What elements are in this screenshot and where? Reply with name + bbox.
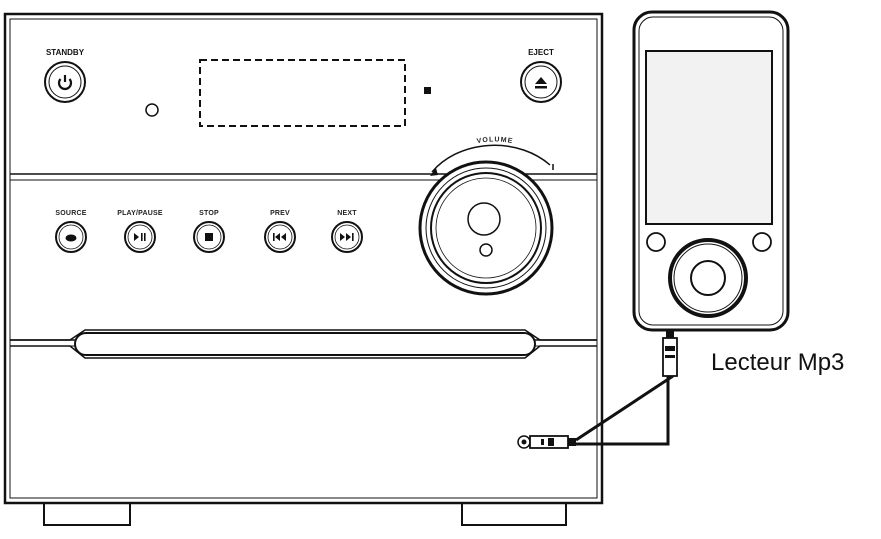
- source-button[interactable]: SOURCE: [55, 210, 87, 253]
- power-icon: [57, 75, 73, 91]
- mp3-player: [632, 10, 790, 332]
- stop-icon: [205, 233, 213, 241]
- previous-icon: [273, 233, 286, 241]
- stop-button[interactable]: STOP: [193, 210, 225, 253]
- next-button[interactable]: NEXT: [331, 210, 363, 253]
- display-indicator: [424, 87, 431, 94]
- stereo-right-foot: [461, 502, 567, 526]
- mp3-right-button[interactable]: [752, 232, 772, 252]
- eject-label: EJECT: [528, 48, 554, 57]
- aux-plug-mp3: [662, 330, 678, 377]
- play-pause-icon: [134, 233, 146, 241]
- eject-icon: [535, 77, 547, 89]
- ir-sensor: [145, 103, 159, 117]
- volume-knob[interactable]: [418, 160, 554, 296]
- display-window: [199, 59, 406, 127]
- mp3-screen: [645, 50, 773, 225]
- play-pause-label: PLAY/PAUSE: [117, 210, 163, 217]
- next-icon: [340, 233, 354, 241]
- next-label: NEXT: [337, 210, 357, 217]
- volume-knob-center: [467, 202, 501, 236]
- mp3-left-button[interactable]: [646, 232, 666, 252]
- source-label: SOURCE: [55, 210, 86, 217]
- stereo-unit: STANDBY EJECT SOURCE PLAY/PAUSE: [3, 12, 604, 526]
- aux-plug-stereo: [529, 435, 576, 449]
- stop-label: STOP: [199, 210, 219, 217]
- cd-slot-opening[interactable]: [74, 332, 536, 356]
- audio-cable: [529, 330, 678, 449]
- source-icon: [65, 234, 77, 242]
- mp3-center-button[interactable]: [690, 260, 726, 296]
- volume-arc: [431, 144, 551, 173]
- previous-label: PREV: [270, 210, 290, 217]
- volume-knob-indicator: [479, 243, 493, 257]
- aux-in-jack[interactable]: [517, 435, 531, 449]
- stereo-left-foot: [43, 502, 131, 526]
- cd-slot: [10, 329, 597, 341]
- previous-button[interactable]: PREV: [264, 210, 296, 253]
- play-pause-button[interactable]: PLAY/PAUSE: [117, 210, 163, 253]
- volume-label: VOLUME: [476, 136, 514, 145]
- mp3-player-caption: Lecteur Mp3: [711, 349, 845, 376]
- standby-label: STANDBY: [46, 48, 85, 57]
